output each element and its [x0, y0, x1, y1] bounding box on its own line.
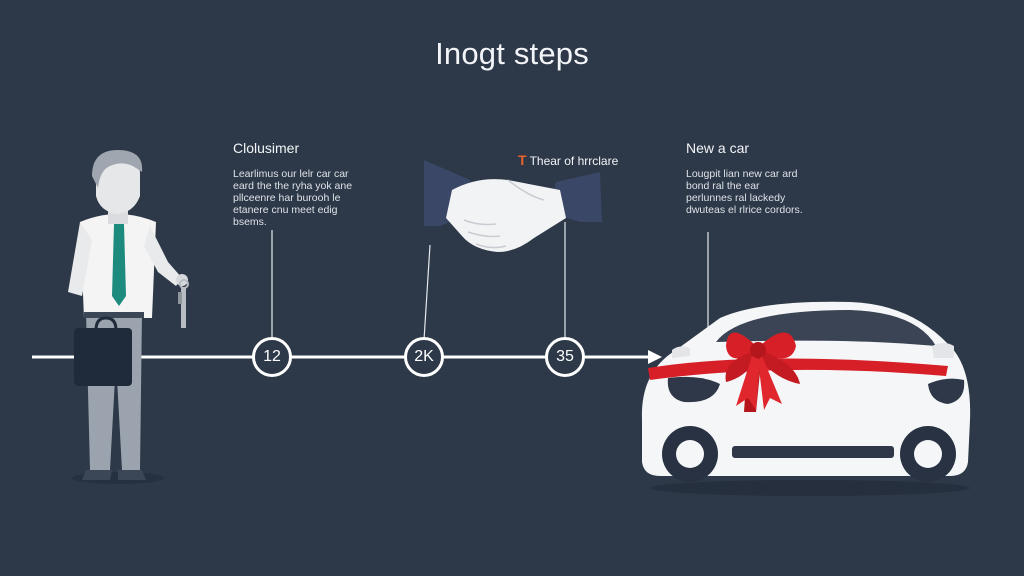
stage-3-description: Lougpit lian new car ard bond ral the ea… [686, 168, 803, 216]
step-marker-1: 12 [252, 337, 292, 377]
stage-1-heading: Clolusimer [233, 140, 300, 156]
page-title: Inogt steps [435, 36, 589, 71]
gift-car-icon [641, 301, 971, 496]
person-with-keys-icon [68, 150, 189, 484]
connector-2 [423, 244, 431, 341]
stage-1-description: Learlimus our lelr car car eard the the … [233, 168, 353, 228]
briefcase-icon [74, 316, 132, 386]
stage-2-heading-text: Thear of hrrclare [529, 154, 619, 168]
stage-2-accent: T [518, 152, 527, 168]
stage-3-heading: New a car [686, 140, 750, 156]
handshake-icon [424, 160, 602, 252]
bow-icon [725, 332, 800, 410]
arrow-right-icon [648, 350, 662, 364]
step-marker-2: 2K [404, 337, 444, 377]
car-keys-icon [178, 279, 189, 328]
step-marker-3: 35 [545, 337, 585, 377]
